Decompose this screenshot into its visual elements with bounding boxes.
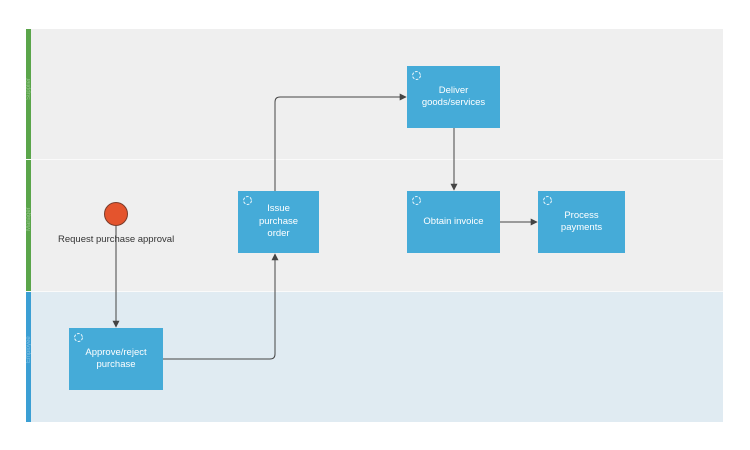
- task-issue-purchase-order[interactable]: Issue purchase order: [238, 191, 319, 253]
- swimlane-supplier-label: Supplier: [26, 77, 32, 100]
- loop-icon: [412, 196, 421, 205]
- task-process-payments[interactable]: Process payments: [538, 191, 625, 253]
- swimlane-supplier-header[interactable]: [26, 29, 31, 159]
- task-deliver-goods-services[interactable]: Deliver goods/services: [407, 66, 500, 128]
- task-approve-reject-purchase[interactable]: Approve/reject purchase: [69, 328, 163, 390]
- swimlane-manager-header[interactable]: [26, 159, 31, 291]
- swimlane-manager-label: Manager: [26, 207, 32, 231]
- start-event[interactable]: [104, 202, 128, 226]
- task-obtain-invoice[interactable]: Obtain invoice: [407, 191, 500, 253]
- task-label: Process payments: [560, 209, 603, 233]
- swimlane-employee-header[interactable]: [26, 291, 31, 422]
- swimlane-employee-label: Employee: [26, 336, 32, 363]
- task-label: Deliver goods/services: [421, 84, 486, 108]
- task-label: Approve/reject purchase: [85, 346, 147, 370]
- loop-icon: [74, 333, 83, 342]
- swimlane-supplier: Supplier: [26, 29, 723, 159]
- lane-divider: [26, 291, 723, 292]
- task-label: Issue purchase order: [258, 203, 299, 240]
- lane-divider: [26, 159, 723, 160]
- loop-icon: [243, 196, 252, 205]
- loop-icon: [412, 71, 421, 80]
- start-event-label: Request purchase approval: [58, 234, 175, 245]
- loop-icon: [543, 196, 552, 205]
- task-label: Obtain invoice: [423, 215, 484, 227]
